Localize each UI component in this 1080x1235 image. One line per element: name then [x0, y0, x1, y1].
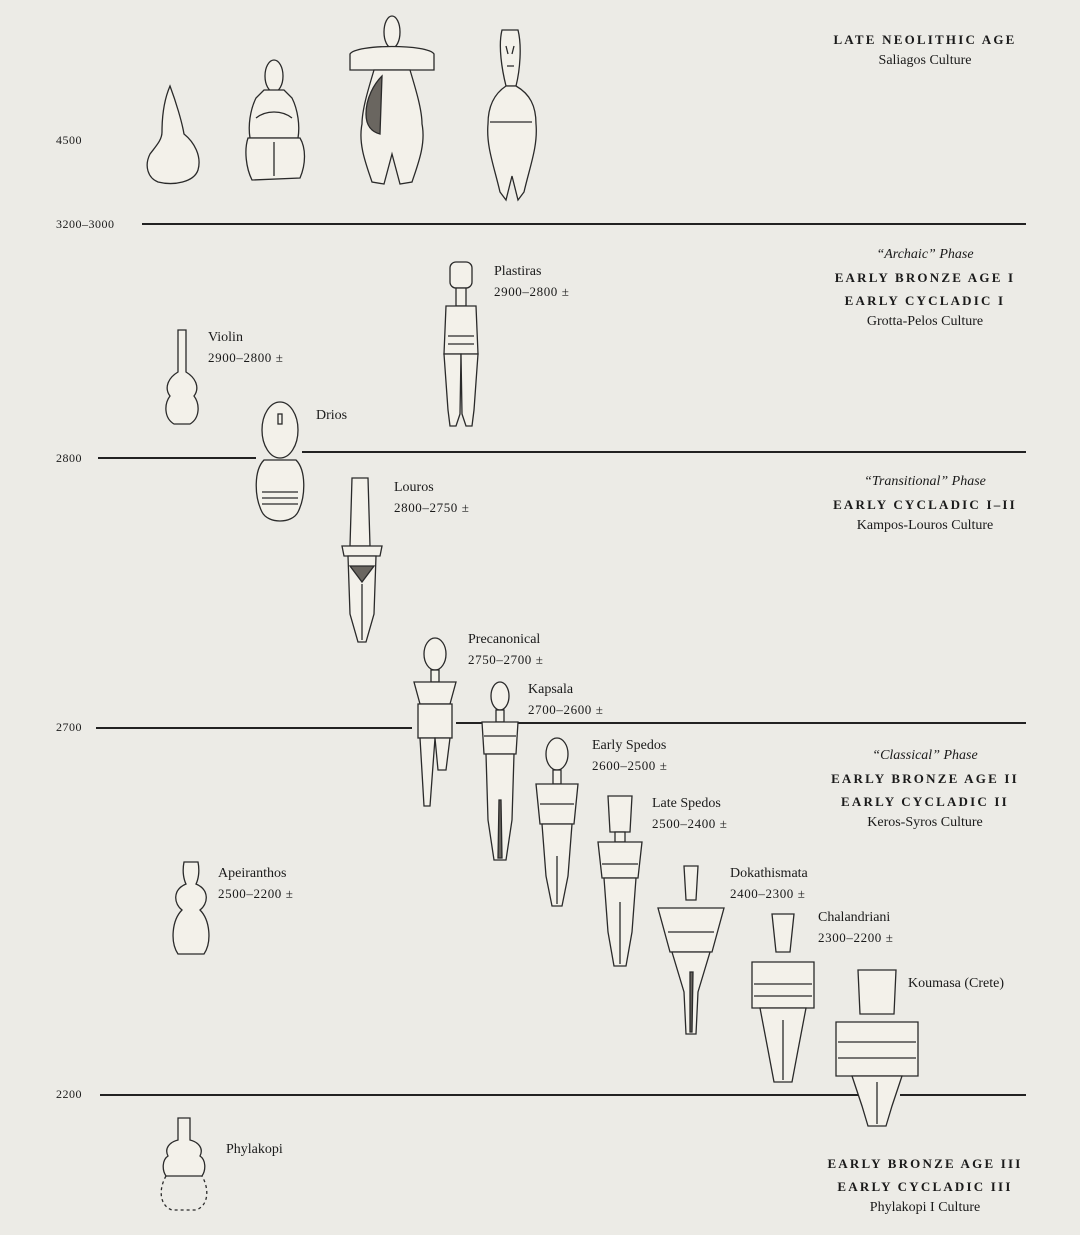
- figurine-name: Louros: [394, 480, 434, 495]
- figurine-name: Dokathismata: [730, 866, 808, 881]
- figurine-name: Late Spedos: [652, 796, 721, 811]
- culture-name: Saliagos Culture: [770, 51, 1080, 71]
- figurine-name: Drios: [316, 408, 347, 423]
- phylakopi-figurine: [156, 1114, 212, 1214]
- precanonical-figurine: [408, 636, 458, 810]
- timeline-divider-2200-left: [100, 1094, 858, 1096]
- kapsala-label: Kapsala 2700–2600 ±: [528, 680, 604, 720]
- phylakopi-label: Phylakopi: [226, 1140, 283, 1160]
- dokathismata-figurine: [656, 862, 726, 1038]
- early-spedos-figurine: [532, 736, 582, 910]
- figurine-date: 2500–2200 ±: [218, 884, 294, 904]
- figurine-date: 2500–2400 ±: [652, 814, 728, 834]
- violin-label: Violin 2900–2800 ±: [208, 328, 284, 368]
- neolithic-standing-figurine: [476, 26, 546, 206]
- period-late-neolithic: LATE NEOLITHIC AGE Saliagos Culture: [770, 28, 1080, 71]
- period-title: EARLY BRONZE AGE II: [770, 767, 1080, 790]
- timeline-divider-2700-left: [96, 727, 412, 729]
- neolithic-seated-figurine: [234, 56, 314, 188]
- figurine-date: 2600–2500 ±: [592, 756, 668, 776]
- phase-name: “Transitional” Phase: [770, 471, 1080, 493]
- figurine-date: 2800–2750 ±: [394, 498, 470, 518]
- period-transitional: “Transitional” Phase EARLY CYCLADIC I–II…: [770, 471, 1080, 536]
- violin-figurine: [162, 326, 202, 428]
- late-spedos-label: Late Spedos 2500–2400 ±: [652, 794, 728, 834]
- year-label-2700: 2700: [56, 720, 82, 735]
- koumasa-label: Koumasa (Crete): [908, 974, 1004, 994]
- year-label-2200: 2200: [56, 1087, 82, 1102]
- period-title: EARLY BRONZE AGE III: [770, 1152, 1080, 1175]
- figurine-date: 2750–2700 ±: [468, 650, 544, 670]
- figurine-name: Chalandriani: [818, 910, 890, 925]
- figurine-date: 2300–2200 ±: [818, 928, 894, 948]
- neolithic-steatopygous-figurine: [346, 14, 438, 190]
- apeiranthos-label: Apeiranthos 2500–2200 ±: [218, 864, 294, 904]
- period-early-bronze-age-2: “Classical” Phase EARLY BRONZE AGE II EA…: [770, 745, 1080, 833]
- period-title: EARLY CYCLADIC I–II: [770, 493, 1080, 516]
- neolithic-schematic-figurine: [140, 82, 210, 192]
- phase-name: “Archaic” Phase: [770, 244, 1080, 266]
- phase-name: “Classical” Phase: [770, 745, 1080, 767]
- period-subtitle: EARLY CYCLADIC III: [770, 1175, 1080, 1198]
- culture-name: Keros-Syros Culture: [770, 813, 1080, 833]
- year-label-2800: 2800: [56, 451, 82, 466]
- chalandriani-label: Chalandriani 2300–2200 ±: [818, 908, 894, 948]
- figurine-name: Kapsala: [528, 682, 573, 697]
- figurine-date: 2400–2300 ±: [730, 884, 808, 904]
- dokathismata-label: Dokathismata 2400–2300 ±: [730, 864, 808, 904]
- period-title: LATE NEOLITHIC AGE: [770, 28, 1080, 51]
- late-spedos-figurine: [596, 792, 644, 970]
- period-early-bronze-age-3: EARLY BRONZE AGE III EARLY CYCLADIC III …: [770, 1152, 1080, 1218]
- period-subtitle: EARLY CYCLADIC II: [770, 790, 1080, 813]
- louros-label: Louros 2800–2750 ±: [394, 478, 470, 518]
- period-early-bronze-age-1: “Archaic” Phase EARLY BRONZE AGE I EARLY…: [770, 244, 1080, 332]
- drios-label: Drios: [316, 406, 347, 426]
- figurine-date: 2900–2800 ±: [494, 282, 570, 302]
- figurine-name: Phylakopi: [226, 1142, 283, 1157]
- timeline-divider-3200: [142, 223, 1026, 225]
- figurine-date: 2700–2600 ±: [528, 700, 604, 720]
- timeline-divider-2700-right: [456, 722, 1026, 724]
- year-label-4500: 4500: [56, 133, 82, 148]
- period-subtitle: EARLY CYCLADIC I: [770, 289, 1080, 312]
- drios-figurine: [254, 400, 306, 528]
- precanonical-label: Precanonical 2750–2700 ±: [468, 630, 544, 670]
- kapsala-figurine: [478, 680, 522, 864]
- figurine-name: Plastiras: [494, 264, 541, 279]
- figurine-name: Koumasa (Crete): [908, 976, 1004, 991]
- plastiras-label: Plastiras 2900–2800 ±: [494, 262, 570, 302]
- culture-name: Grotta-Pelos Culture: [770, 312, 1080, 332]
- figurine-name: Apeiranthos: [218, 866, 286, 881]
- year-label-3200-3000: 3200–3000: [56, 217, 115, 232]
- figurine-name: Early Spedos: [592, 738, 666, 753]
- chalandriani-figurine: [748, 910, 818, 1086]
- early-spedos-label: Early Spedos 2600–2500 ±: [592, 736, 668, 776]
- culture-name: Phylakopi I Culture: [770, 1198, 1080, 1218]
- figurine-name: Precanonical: [468, 632, 540, 647]
- timeline-divider-2800-left: [98, 457, 256, 459]
- figurine-name: Violin: [208, 330, 243, 345]
- apeiranthos-figurine: [166, 858, 216, 960]
- period-title: EARLY BRONZE AGE I: [770, 266, 1080, 289]
- plastiras-figurine: [436, 260, 486, 432]
- timeline-divider-2800-right: [302, 451, 1026, 453]
- figurine-date: 2900–2800 ±: [208, 348, 284, 368]
- culture-name: Kampos-Louros Culture: [770, 516, 1080, 536]
- louros-figurine: [338, 474, 386, 646]
